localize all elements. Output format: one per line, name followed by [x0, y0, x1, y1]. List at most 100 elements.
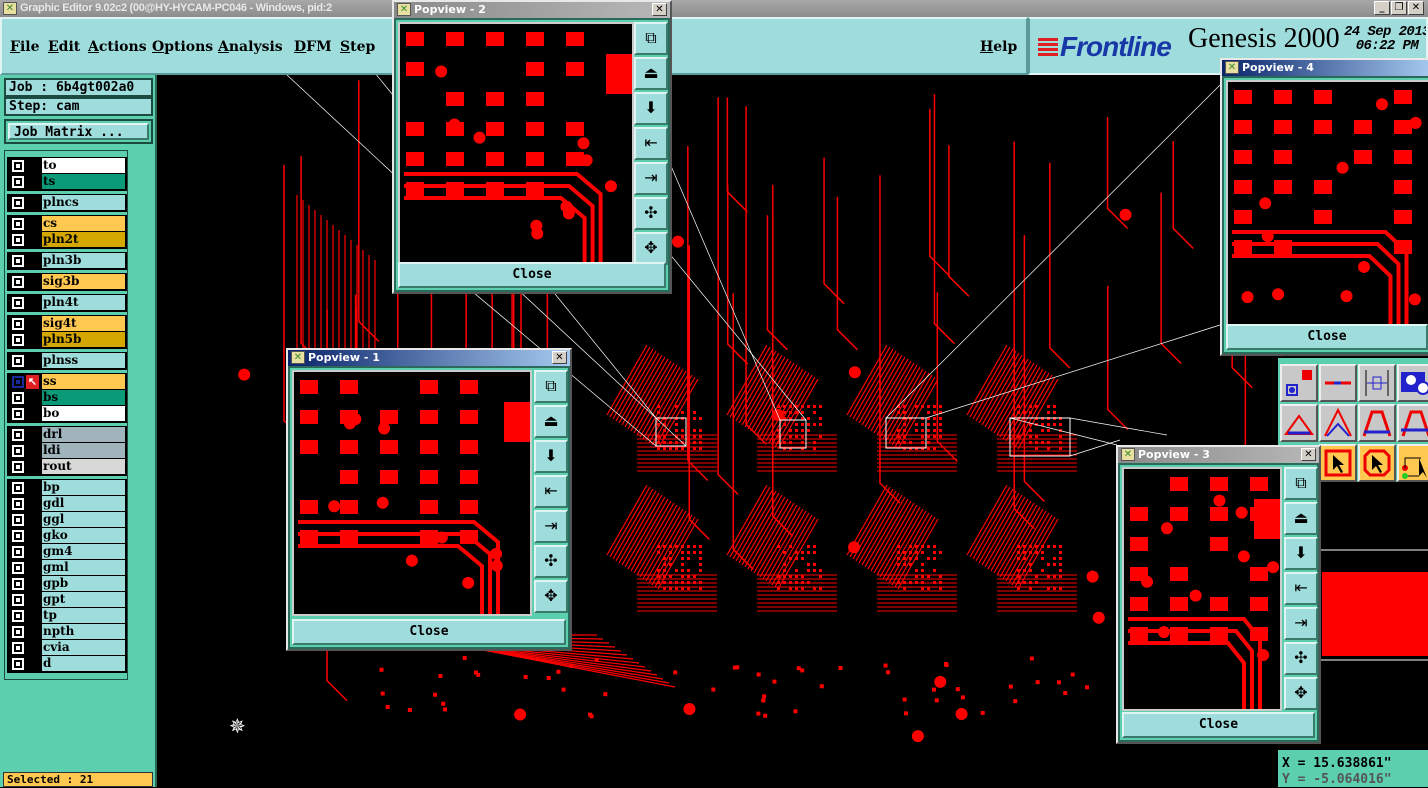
layer-checkbox[interactable]	[11, 460, 25, 474]
layer-checkbox[interactable]	[11, 497, 25, 511]
job-matrix-button[interactable]: Job Matrix ...	[4, 119, 153, 144]
pan-down-icon[interactable]: ⬇	[634, 92, 668, 125]
layer-row-bp[interactable]: bp	[8, 480, 126, 496]
layer-row-gko[interactable]: gko	[8, 528, 126, 544]
zoom-in-icon[interactable]: ✣	[534, 545, 568, 578]
pan-left-icon[interactable]: ⇤	[634, 127, 668, 160]
zoom-out-icon[interactable]: ✥	[1284, 677, 1318, 710]
layer-row-ts[interactable]: ts	[8, 174, 126, 190]
pan-right-icon[interactable]: ⇥	[534, 510, 568, 543]
menu-dfm[interactable]: DFM	[294, 39, 332, 55]
layer-row-sig4t[interactable]: sig4t	[8, 316, 126, 332]
menu-analysis[interactable]: Analysis	[218, 39, 283, 55]
layer-row-ldi[interactable]: ldi	[8, 443, 126, 459]
layer-row-bs[interactable]: bs	[8, 390, 126, 406]
layer-checkbox[interactable]	[11, 375, 25, 389]
zoom-out-icon[interactable]: ✥	[634, 232, 668, 265]
popview-close-icon[interactable]: ✕	[1301, 448, 1316, 461]
layer-row-gpt[interactable]: gpt	[8, 592, 126, 608]
layer-checkbox[interactable]	[11, 641, 25, 655]
layer-row-d[interactable]: d	[8, 656, 126, 672]
pan-up-icon[interactable]: ⏏	[1284, 502, 1318, 535]
line-tool[interactable]	[1319, 364, 1357, 402]
net-select-tool[interactable]	[1397, 444, 1428, 482]
layer-row-to[interactable]: to	[8, 158, 126, 174]
zoom-home-icon[interactable]: ⧉	[534, 370, 568, 403]
pan-right-icon[interactable]: ⇥	[1284, 607, 1318, 640]
layer-row-ggl[interactable]: ggl	[8, 512, 126, 528]
measure-tool[interactable]	[1358, 364, 1396, 402]
pan-down-icon[interactable]: ⬇	[534, 440, 568, 473]
layer-row-gml[interactable]: gml	[8, 560, 126, 576]
popview-view[interactable]	[292, 370, 532, 616]
layer-checkbox[interactable]	[11, 296, 25, 310]
layer-checkbox[interactable]	[11, 196, 25, 210]
popview-view[interactable]	[1226, 80, 1428, 326]
menu-edit[interactable]: Edit	[48, 39, 81, 55]
popview-view[interactable]	[1122, 467, 1282, 711]
zoom-in-icon[interactable]: ✣	[634, 197, 668, 230]
layer-checkbox[interactable]	[11, 444, 25, 458]
pad-snap-tool[interactable]	[1280, 364, 1318, 402]
layer-row-pln5b[interactable]: pln5b	[8, 332, 126, 348]
clearance-tool-3[interactable]	[1358, 404, 1396, 442]
layer-checkbox[interactable]	[11, 233, 25, 247]
menu-options[interactable]: Options	[152, 39, 214, 55]
layer-row-ss[interactable]: ↖ss	[8, 374, 126, 390]
pan-down-icon[interactable]: ⬇	[1284, 537, 1318, 570]
layer-checkbox[interactable]	[11, 513, 25, 527]
popview-close-button[interactable]: Close	[292, 619, 566, 645]
popview-close-icon[interactable]: ✕	[552, 351, 567, 364]
clearance-tool-4[interactable]	[1397, 404, 1428, 442]
layer-row-pln2t[interactable]: pln2t	[8, 232, 126, 248]
menu-step[interactable]: Step	[340, 39, 376, 55]
close-window-button[interactable]: ✕	[1408, 1, 1424, 15]
layer-checkbox[interactable]	[11, 481, 25, 495]
layer-checkbox[interactable]	[11, 317, 25, 331]
pan-right-icon[interactable]: ⇥	[634, 162, 668, 195]
zoom-home-icon[interactable]: ⧉	[634, 22, 668, 55]
restore-button[interactable]: ❐	[1391, 1, 1407, 15]
pan-up-icon[interactable]: ⏏	[634, 57, 668, 90]
layer-checkbox[interactable]	[11, 333, 25, 347]
select-polygon-tool[interactable]	[1358, 444, 1396, 482]
layer-checkbox[interactable]	[11, 254, 25, 268]
layer-row-gm4[interactable]: gm4	[8, 544, 126, 560]
layer-checkbox[interactable]	[11, 545, 25, 559]
layer-row-pln4t[interactable]: pln4t	[8, 295, 126, 311]
layer-checkbox[interactable]	[11, 609, 25, 623]
layer-checkbox[interactable]	[11, 354, 25, 368]
popview-close-button[interactable]: Close	[1122, 712, 1315, 738]
clearance-tool-2[interactable]	[1319, 404, 1357, 442]
layer-checkbox[interactable]	[11, 561, 25, 575]
pan-left-icon[interactable]: ⇤	[534, 475, 568, 508]
pan-left-icon[interactable]: ⇤	[1284, 572, 1318, 605]
layer-row-npth[interactable]: npth	[8, 624, 126, 640]
layer-row-tp[interactable]: tp	[8, 608, 126, 624]
layer-row-cvia[interactable]: cvia	[8, 640, 126, 656]
minimize-button[interactable]: _	[1374, 1, 1390, 15]
layer-row-plnss[interactable]: plnss	[8, 353, 126, 369]
zoom-in-icon[interactable]: ✣	[1284, 642, 1318, 675]
popview-close-button[interactable]: Close	[398, 262, 666, 288]
popview-close-button[interactable]: Close	[1226, 324, 1428, 350]
select-tool[interactable]	[1319, 444, 1357, 482]
layer-checkbox[interactable]	[11, 625, 25, 639]
menu-file[interactable]: File	[10, 39, 40, 55]
zoom-out-icon[interactable]: ✥	[534, 580, 568, 613]
layer-row-gpb[interactable]: gpb	[8, 576, 126, 592]
layer-row-pln3b[interactable]: pln3b	[8, 253, 126, 269]
layer-row-gdl[interactable]: gdl	[8, 496, 126, 512]
zoom-home-icon[interactable]: ⧉	[1284, 467, 1318, 500]
layer-checkbox[interactable]	[11, 217, 25, 231]
layer-checkbox[interactable]	[11, 428, 25, 442]
menu-actions[interactable]: Actions	[88, 39, 147, 55]
layer-checkbox[interactable]	[11, 657, 25, 671]
layer-checkbox[interactable]	[11, 529, 25, 543]
layer-checkbox[interactable]	[11, 577, 25, 591]
pan-up-icon[interactable]: ⏏	[534, 405, 568, 438]
layer-row-plncs[interactable]: plncs	[8, 195, 126, 211]
layer-checkbox[interactable]	[11, 175, 25, 189]
layer-row-cs[interactable]: cs	[8, 216, 126, 232]
popview-view[interactable]	[398, 22, 634, 266]
